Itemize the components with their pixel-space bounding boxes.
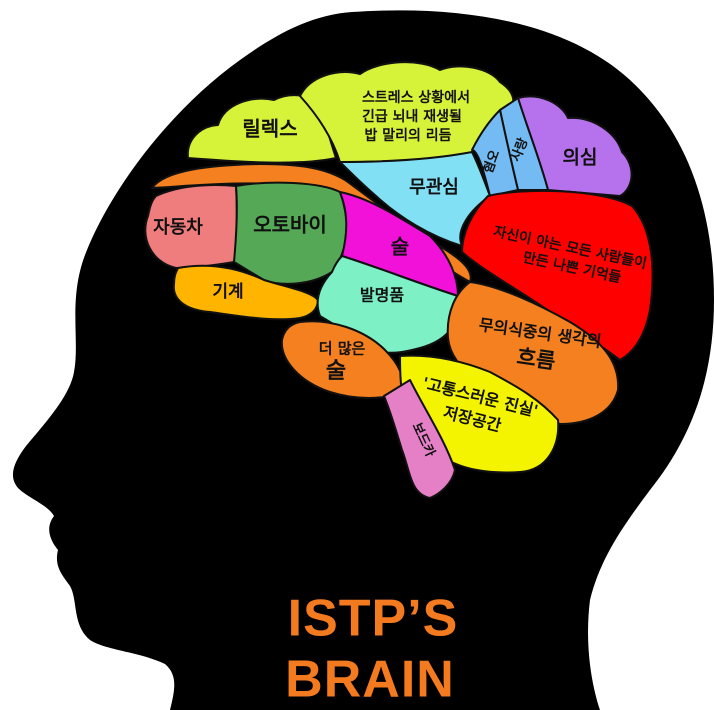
title-line1: ISTP’S: [288, 590, 459, 648]
label-emergency-2: 긴급 뇌내 재생될: [362, 108, 462, 125]
region-machine: [172, 264, 319, 321]
title-line2: BRAIN: [285, 651, 455, 709]
region-vodka: [383, 379, 456, 499]
label-motorcycle: 오토바이: [253, 213, 327, 237]
label-doubt: 의심: [563, 147, 598, 169]
label-emergency-1: 스트레스 상황에서: [362, 89, 470, 106]
label-indifference: 무관심: [409, 177, 459, 198]
label-car: 자동차: [153, 217, 203, 238]
label-alcohol: 술: [391, 235, 409, 259]
region-memories: [461, 189, 654, 361]
region-indifference: [339, 151, 491, 247]
label-more-alcohol-1: 더 많은: [319, 340, 366, 358]
region-motorcycle: [233, 181, 348, 285]
label-inventions: 발명품: [360, 286, 404, 305]
label-hate: 혐오: [480, 148, 503, 176]
region-hate: [471, 109, 519, 197]
region-more-alcohol: [280, 320, 404, 399]
label-stream-2: 흐름: [515, 344, 557, 373]
label-relax: 릴렉스: [242, 117, 297, 141]
label-emergency-3: 밥 말리의 리듬: [364, 127, 451, 144]
label-more-alcohol-2: 술: [326, 359, 346, 384]
label-machine: 기계: [212, 282, 243, 302]
